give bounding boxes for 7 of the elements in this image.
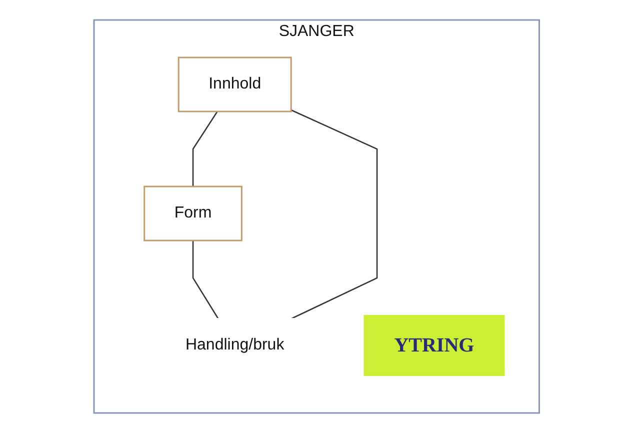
connector — [291, 109, 378, 320]
connector — [192, 111, 218, 186]
node-text: Handling/bruk — [186, 336, 285, 354]
connector — [192, 240, 220, 319]
node-box: Form — [144, 186, 243, 242]
node-box: YTRING — [364, 315, 506, 376]
node-box: Innhold — [178, 56, 292, 112]
